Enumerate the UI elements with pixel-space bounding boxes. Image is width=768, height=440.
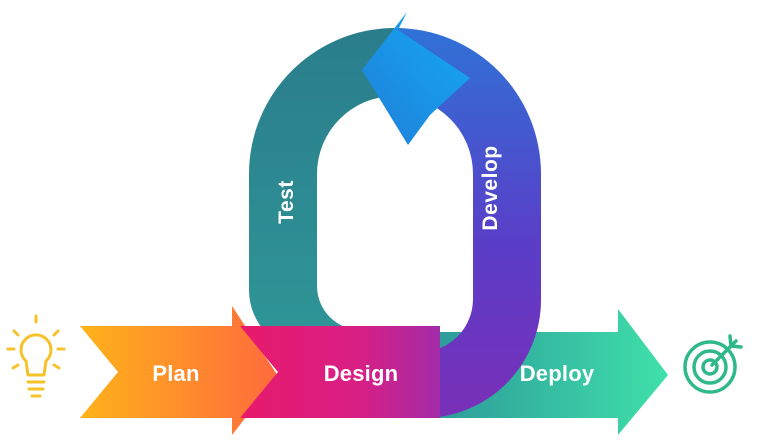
plan-label: Plan xyxy=(152,361,199,386)
design-label: Design xyxy=(324,361,399,386)
test-label: Test xyxy=(275,180,298,224)
target-icon xyxy=(683,334,743,394)
develop-label: Develop xyxy=(479,145,502,230)
test-loop-segment xyxy=(249,28,395,352)
deploy-label: Deploy xyxy=(520,361,595,386)
plan-arrow xyxy=(80,306,278,435)
design-arrow xyxy=(240,326,440,418)
loop-arrowhead xyxy=(362,12,470,145)
lightbulb-icon xyxy=(6,314,66,398)
develop-loop-segment xyxy=(395,28,541,418)
